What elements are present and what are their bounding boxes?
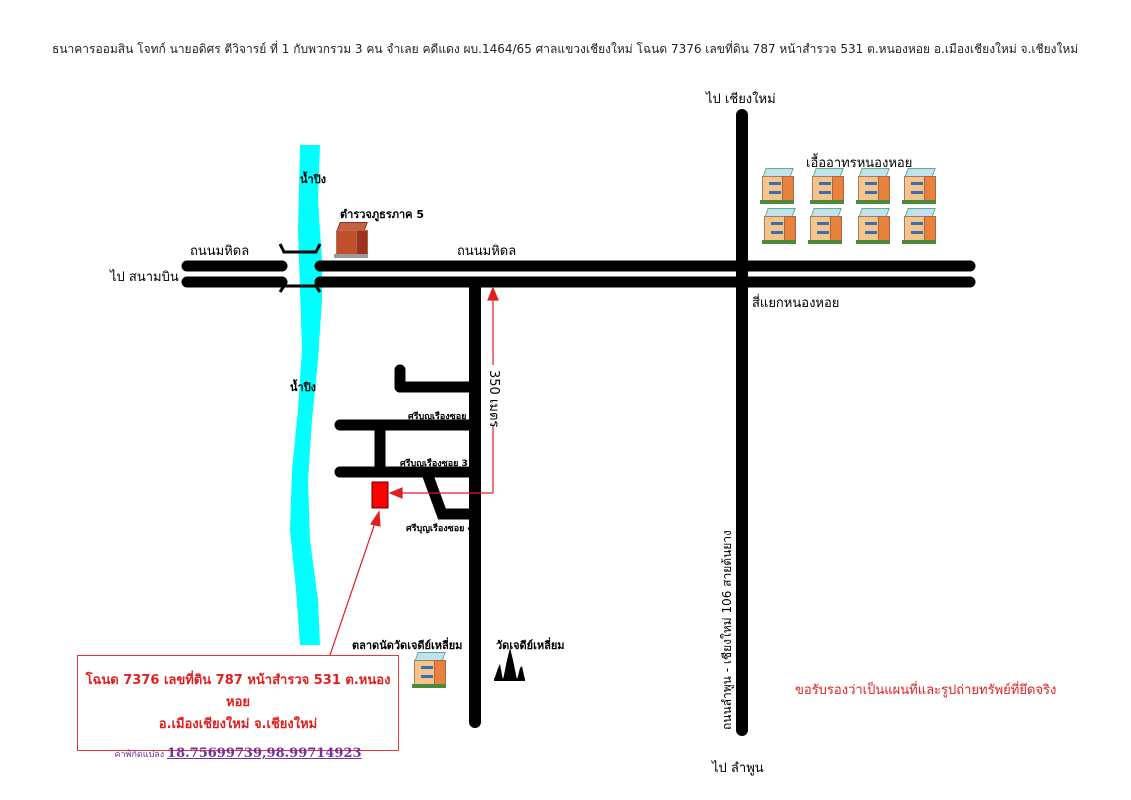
temple-icon	[494, 648, 525, 681]
coord-label: ค่าพิกัดแปลง	[114, 750, 165, 760]
info-line-2: อ.เมืองเชียงใหม่ จ.เชียงใหม่	[158, 717, 318, 732]
building-icon	[808, 208, 842, 246]
label-temple: วัดเจดีย์เหลี่ยม	[496, 639, 565, 652]
building-icon	[760, 168, 794, 206]
building-icon	[902, 208, 936, 246]
label-to-chiangmai: ไป เชียงใหม่	[706, 92, 776, 107]
label-distance: 350 เมตร	[486, 370, 501, 428]
bridge	[278, 243, 322, 293]
building-icon	[856, 208, 890, 246]
market-building-icon	[412, 652, 446, 690]
building-icon	[810, 168, 844, 206]
info-line-1: โฉนด 7376 เลขที่ดิน 787 หน้าสำรวจ 531 ต.…	[85, 673, 391, 710]
label-mahidol-road-right: ถนนมหิดล	[457, 244, 517, 259]
coord-link[interactable]: 18.75699739,98.99714923	[167, 746, 362, 761]
roads	[181, 109, 976, 736]
building-icon	[856, 168, 890, 206]
label-intersection: สี่แยกหนองหอย	[752, 296, 840, 311]
label-housing: เอื้ออาทรหนองหอย	[806, 156, 913, 171]
label-police: ตำรวจภูธรภาค 5	[340, 208, 424, 221]
label-market: ตลาดนัดวัดเจดีย์เหลี่ยม	[352, 639, 463, 652]
label-ping-river-top: น้ำปิง	[300, 173, 327, 186]
certify-text: ขอรับรองว่าเป็นแผนที่และรูปถ่ายทรัพย์ที่…	[795, 683, 1057, 698]
distance-arrow	[329, 286, 499, 656]
property-info-box: โฉนด 7376 เลขที่ดิน 787 หน้าสำรวจ 531 ต.…	[77, 655, 399, 761]
label-mahidol-road-left: ถนนมหิดล	[190, 244, 250, 259]
label-soi3: ศรีบุญเรืองซอย 3	[400, 459, 468, 469]
building-icon	[762, 208, 796, 246]
header-text: ธนาคารออมสิน โจทก์ นายอดิศร ตีวิจารย์ ที…	[52, 42, 1079, 56]
river	[290, 145, 322, 645]
label-to-lamphun: ไป ลำพูน	[712, 761, 764, 776]
label-soi2: ศรีบุญเรืองซอย 2	[408, 412, 476, 422]
label-soi4: ศรีบุญเรืองซอย 4	[406, 524, 474, 534]
label-ping-river-mid: น้ำปิง	[290, 381, 317, 394]
property-marker	[371, 481, 389, 509]
label-lamphun-road: ถนนลำพูน - เชียงใหม่ 106 สายต้นยาง	[720, 530, 734, 730]
label-to-airport: ไป สนามบิน	[110, 270, 179, 285]
building-icon	[902, 168, 936, 206]
police-building-icon	[334, 222, 368, 260]
